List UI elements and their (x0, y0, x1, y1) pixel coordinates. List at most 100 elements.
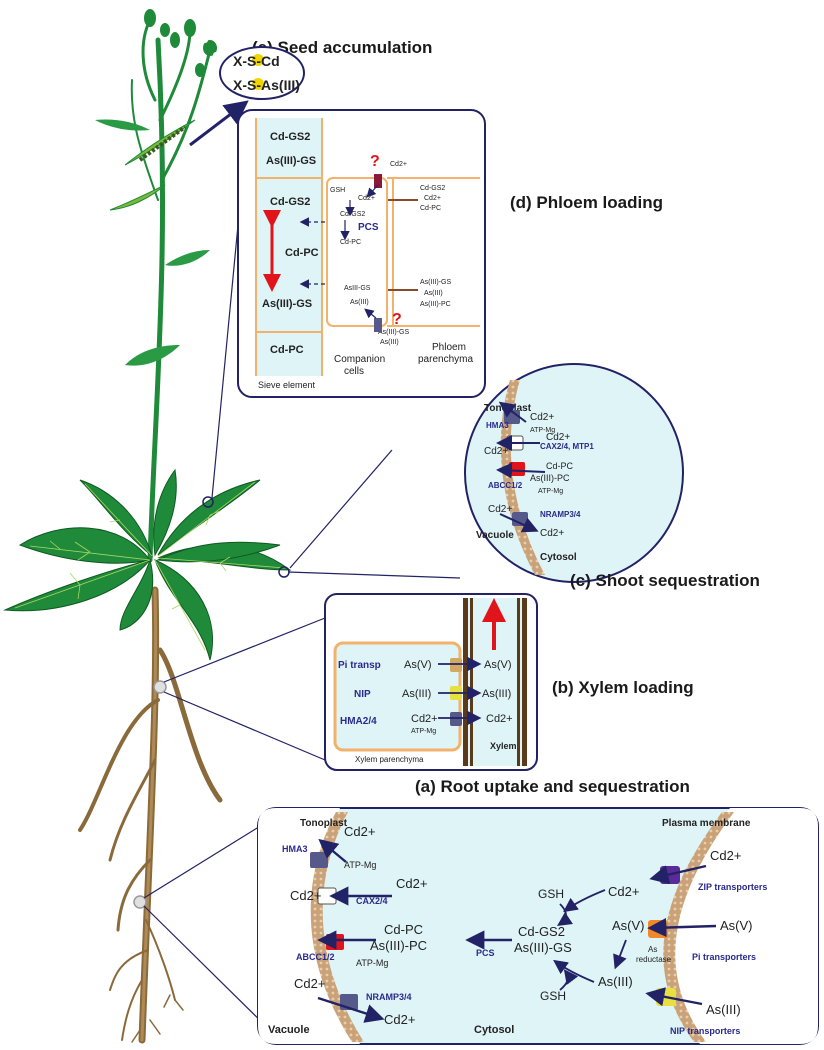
panel-e-title: (e) Seed accumulation (252, 38, 432, 57)
cd-label: Cd2+ (488, 504, 512, 515)
left-species: As(V) (404, 659, 432, 671)
zoom-markers (133, 496, 290, 909)
xylem-label: Xylem (490, 741, 517, 751)
atp-label: ATP-Mg (538, 488, 563, 495)
sieve-label: As(III)-GS (266, 155, 316, 167)
phloem-parenchyma-label: Phloem (432, 342, 466, 353)
cytosol-label: Cytosol (540, 552, 577, 563)
seed-ellipse (219, 46, 305, 100)
seed-arrow (189, 100, 249, 147)
vacuole-label: Vacuole (476, 530, 514, 541)
plant-illustration (3, 9, 461, 1044)
cd-label: Cd2+ (344, 824, 375, 839)
phloem-transporter-bottom (374, 318, 382, 332)
companion-label: Cd-GS2 (340, 211, 365, 218)
cd-label: Cd2+ (396, 876, 427, 891)
cax-label: CAX2/4 (356, 896, 388, 906)
phloem-transporter-top (374, 174, 382, 188)
nip-label: NIP (354, 689, 371, 700)
panel-b-xylem: (b) Xylem loading Pi transp NIP HMA2/4 A… (324, 593, 694, 771)
cd-label: Cd2+ (710, 848, 741, 863)
zoom-root-marker (133, 895, 147, 909)
roots (78, 586, 223, 1044)
panel-e-seed: (e) Seed accumulation X-S-Cd X-S-As(III) (219, 38, 432, 100)
phloem-parenchyma-label: parenchyma (418, 354, 473, 365)
vacuole-label: Vacuole (268, 1024, 310, 1036)
companion-cells-label: Companion (334, 354, 385, 365)
hma3-label: HMA3 (486, 421, 509, 430)
cd-label: Cd2+ (290, 888, 321, 903)
sieve-label: Cd-PC (285, 247, 319, 259)
atp-label: ATP-Mg (344, 860, 376, 870)
hma3-transporter (310, 852, 328, 868)
panel-c-shoot: (c) Shoot sequestration Tonoplast Vacuol… (464, 363, 760, 590)
as-reductase-label: reductase (636, 955, 672, 964)
pcs-label: PCS (358, 222, 379, 233)
cd-pc-label: Cd-PC (384, 922, 423, 937)
parenchyma-label: As(III)-GS (420, 279, 451, 286)
as-pc-label: As(III)-PC (530, 473, 570, 483)
pi-transporter (450, 658, 462, 672)
companion-label: Cd-PC (340, 239, 361, 246)
cd-pc-label: Cd-PC (546, 461, 574, 471)
as-iii-label: As(III) (706, 1002, 741, 1017)
gsh-label: GSH (538, 887, 564, 901)
tonoplast-label: Tonoplast (300, 818, 348, 829)
parenchyma-label: Cd2+ (424, 195, 441, 202)
as-gs-label: As(III)-GS (514, 940, 572, 955)
nramp-label: NRAMP3/4 (540, 510, 581, 519)
panel-d-title: (d) Phloem loading (510, 193, 663, 212)
abcc-transporter (326, 934, 344, 950)
panel-d-phloem: (d) Phloem loading Cd-GS2 As(III)-GS Cd-… (237, 109, 663, 398)
companion-label: Cd2+ (390, 161, 407, 168)
cd-label: Cd2+ (384, 1012, 415, 1027)
hma3-label: HMA3 (282, 844, 308, 854)
parenchyma-label: As(III)-PC (420, 301, 451, 308)
companion-label: As(III) (380, 339, 399, 346)
cd-label: Cd2+ (530, 412, 554, 423)
as-v-label: As(V) (720, 918, 753, 933)
pi-label: Pi transporters (692, 952, 756, 962)
companion-label: As(III)-GS (378, 329, 409, 336)
cd-label: Cd2+ (540, 528, 564, 539)
panel-b-title: (b) Xylem loading (552, 678, 694, 697)
zoom-xylem-marker (153, 680, 167, 694)
panel-a-root: (a) Root uptake and sequestration Tonopl… (257, 777, 819, 1045)
as-iii-label: As(III) (598, 974, 633, 989)
panel-c-title: (c) Shoot sequestration (570, 571, 760, 590)
siliques (95, 119, 210, 366)
companion-label: As(III) (350, 299, 369, 306)
abcc-label: ABCC1/2 (488, 481, 523, 490)
abcc-transporter (509, 462, 525, 476)
gsh-label: GSH (540, 989, 566, 1003)
cd-gs2-label: Cd-GS2 (518, 924, 565, 939)
atp-label: ATP-Mg (411, 728, 436, 735)
companion-label: GSH (330, 187, 345, 194)
atp-label: ATP-Mg (356, 958, 388, 968)
cd-label: Cd2+ (608, 884, 639, 899)
nramp-label: NRAMP3/4 (366, 992, 412, 1002)
pcs-label: PCS (476, 948, 495, 958)
hma2-4-label: HMA2/4 (340, 716, 377, 727)
sieve-label: As(III)-GS (262, 298, 312, 310)
seed-line-1: X-S-Cd (233, 53, 280, 69)
left-species: Cd2+ (411, 713, 438, 725)
pi-transp-label: Pi transp (338, 660, 381, 671)
parenchyma-label: Cd-PC (420, 205, 441, 212)
sieve-label: Cd-GS2 (270, 196, 310, 208)
nip-label: NIP transporters (670, 1026, 740, 1036)
as-v-label: As(V) (612, 918, 645, 933)
parenchyma-label: Cd-GS2 (420, 185, 445, 192)
cax-label: CAX2/4, MTP1 (540, 442, 594, 451)
question-mark: ? (370, 153, 380, 170)
cytosol-label: Cytosol (474, 1024, 514, 1036)
sieve-label: Cd-GS2 (270, 131, 310, 143)
companion-cells-label: cells (344, 366, 364, 377)
cd-label: Cd2+ (294, 976, 325, 991)
atp-label: ATP-Mg (530, 427, 555, 434)
right-species: As(V) (484, 659, 512, 671)
xylem-parenchyma-label: Xylem parenchyma (355, 755, 424, 764)
plasma-membrane-label: Plasma membrane (662, 818, 751, 829)
panel-c-circle (464, 363, 684, 583)
